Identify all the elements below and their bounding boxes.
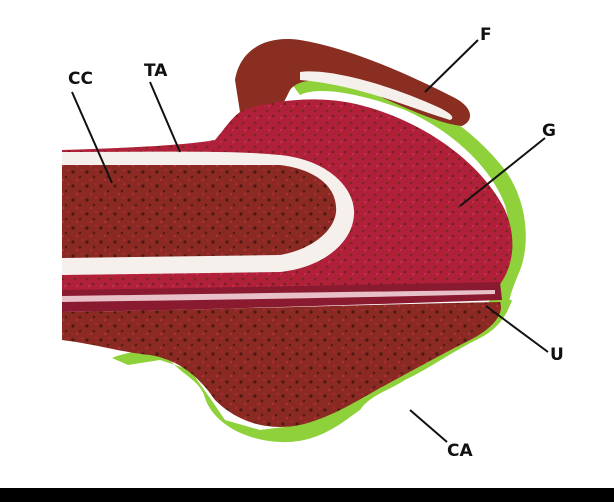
label-cc: CC [68, 69, 93, 89]
label-g: G [542, 121, 556, 141]
label-ta: TA [144, 61, 168, 81]
ca-leader-line [410, 410, 447, 442]
corpus-cavernosum [62, 165, 336, 258]
label-u: U [550, 345, 564, 365]
u-leader-line [486, 306, 548, 352]
f-leader-line [425, 40, 478, 92]
label-f: F [480, 25, 492, 45]
bottom-border [0, 488, 614, 502]
label-ca: CA [447, 441, 473, 461]
ta-leader-line [150, 82, 180, 152]
